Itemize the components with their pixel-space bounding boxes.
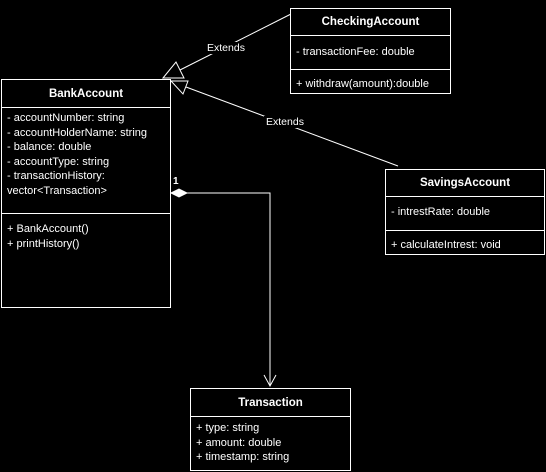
attribute: - intrestRate: double <box>391 206 491 218</box>
savings-extends-label: Extends <box>264 116 306 128</box>
composition-diamond <box>169 188 189 198</box>
class-attributes: - intrestRate: double <box>386 197 544 231</box>
method: + printHistory() <box>7 237 80 250</box>
class-methods: + BankAccount() + printHistory() <box>2 214 170 254</box>
checking-extends-arrowhead <box>161 61 185 79</box>
class-bank-account[interactable]: BankAccount - accountNumber: string - ac… <box>1 79 171 308</box>
attribute: - accountNumber: string <box>7 112 125 124</box>
method: + BankAccount() <box>7 223 89 235</box>
composition-multiplicity: 1 <box>173 176 179 187</box>
class-attributes: - transactionFee: double <box>291 36 450 70</box>
class-transaction[interactable]: Transaction + type: string + amount: dou… <box>190 388 351 471</box>
class-attributes: - accountNumber: string - accountHolderN… <box>2 108 170 214</box>
class-title: BankAccount <box>2 80 170 108</box>
attribute: - accountType: string <box>7 155 110 168</box>
class-methods: + calculateIntrest: void <box>386 231 544 256</box>
method: + calculateIntrest: void <box>391 239 501 251</box>
method: + withdraw(amount):double <box>296 78 429 90</box>
class-methods: + withdraw(amount):double <box>291 70 450 95</box>
class-savings-account[interactable]: SavingsAccount - intrestRate: double + c… <box>385 169 545 255</box>
class-checking-account[interactable]: CheckingAccount - transactionFee: double… <box>290 8 451 94</box>
checking-extends-label: Extends <box>205 42 247 54</box>
attribute: + amount: double <box>196 436 282 449</box>
savings-extends-arrowhead <box>169 80 189 95</box>
attribute: - accountHolderName: string <box>7 126 148 139</box>
attribute: vector<Transaction> <box>7 184 107 197</box>
attribute: + timestamp: string <box>196 451 290 463</box>
class-title: Transaction <box>191 389 350 417</box>
attribute: + type: string <box>196 422 260 434</box>
attribute: - balance: double <box>7 141 92 153</box>
composition-line <box>187 192 271 386</box>
composition-arrowhead <box>263 374 277 388</box>
attribute: - transactionHistory: <box>7 170 105 182</box>
class-attributes: + type: string + amount: double + timest… <box>191 417 350 468</box>
attribute: - transactionFee: double <box>296 46 415 58</box>
class-title: CheckingAccount <box>291 9 450 36</box>
class-title: SavingsAccount <box>386 170 544 197</box>
